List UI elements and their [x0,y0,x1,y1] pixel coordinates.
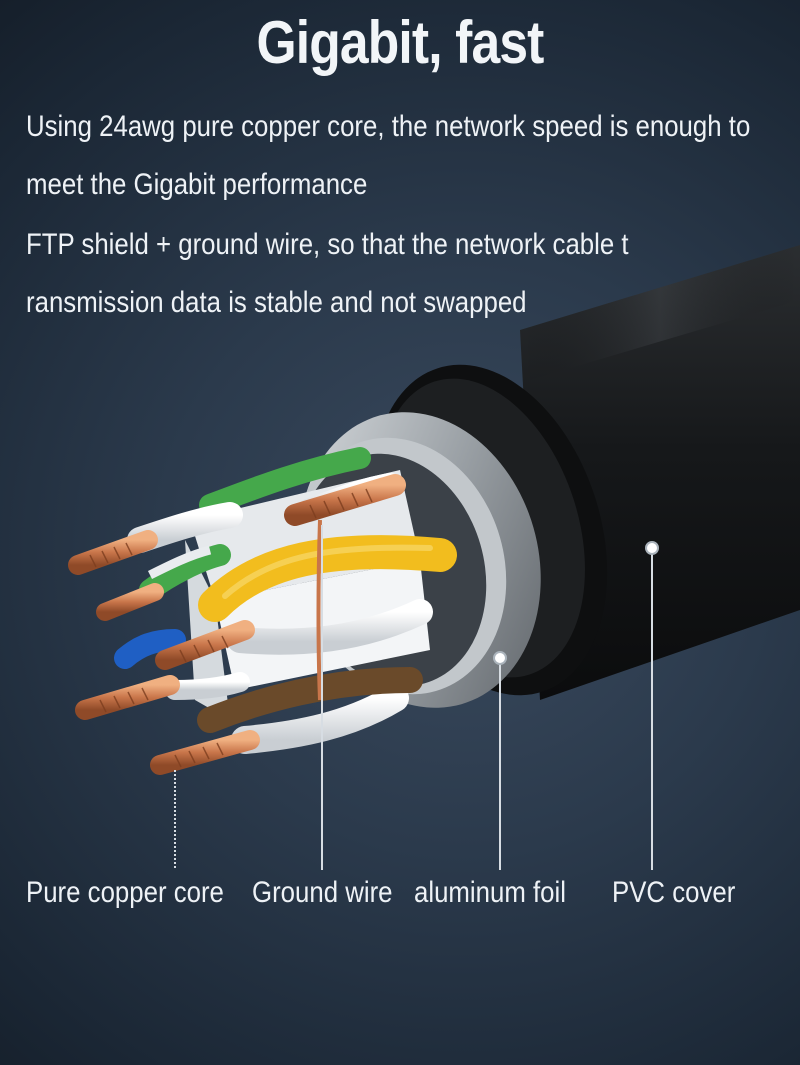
description-line-1: Using 24awg pure copper core, the networ… [26,110,751,143]
callout-ground-wire: Ground wire [252,876,393,909]
blue-wire [114,629,186,669]
callout-aluminum-foil: aluminum foil [414,876,566,909]
description-line-3: FTP shield + ground wire, so that the ne… [26,228,629,261]
description-line-2: meet the Gigabit performance [26,168,368,201]
callout-lines [174,525,659,870]
callout-pvc-cover: PVC cover [612,876,736,909]
yellow-wire [198,535,457,622]
description-line-4: ransmission data is stable and not swapp… [26,286,527,319]
ground-wire [316,519,322,701]
page-title: Gigabit, fast [256,9,545,76]
callout-copper-core: Pure copper core [26,876,224,909]
copper-conductors [68,474,406,775]
brown-wire [197,667,423,733]
